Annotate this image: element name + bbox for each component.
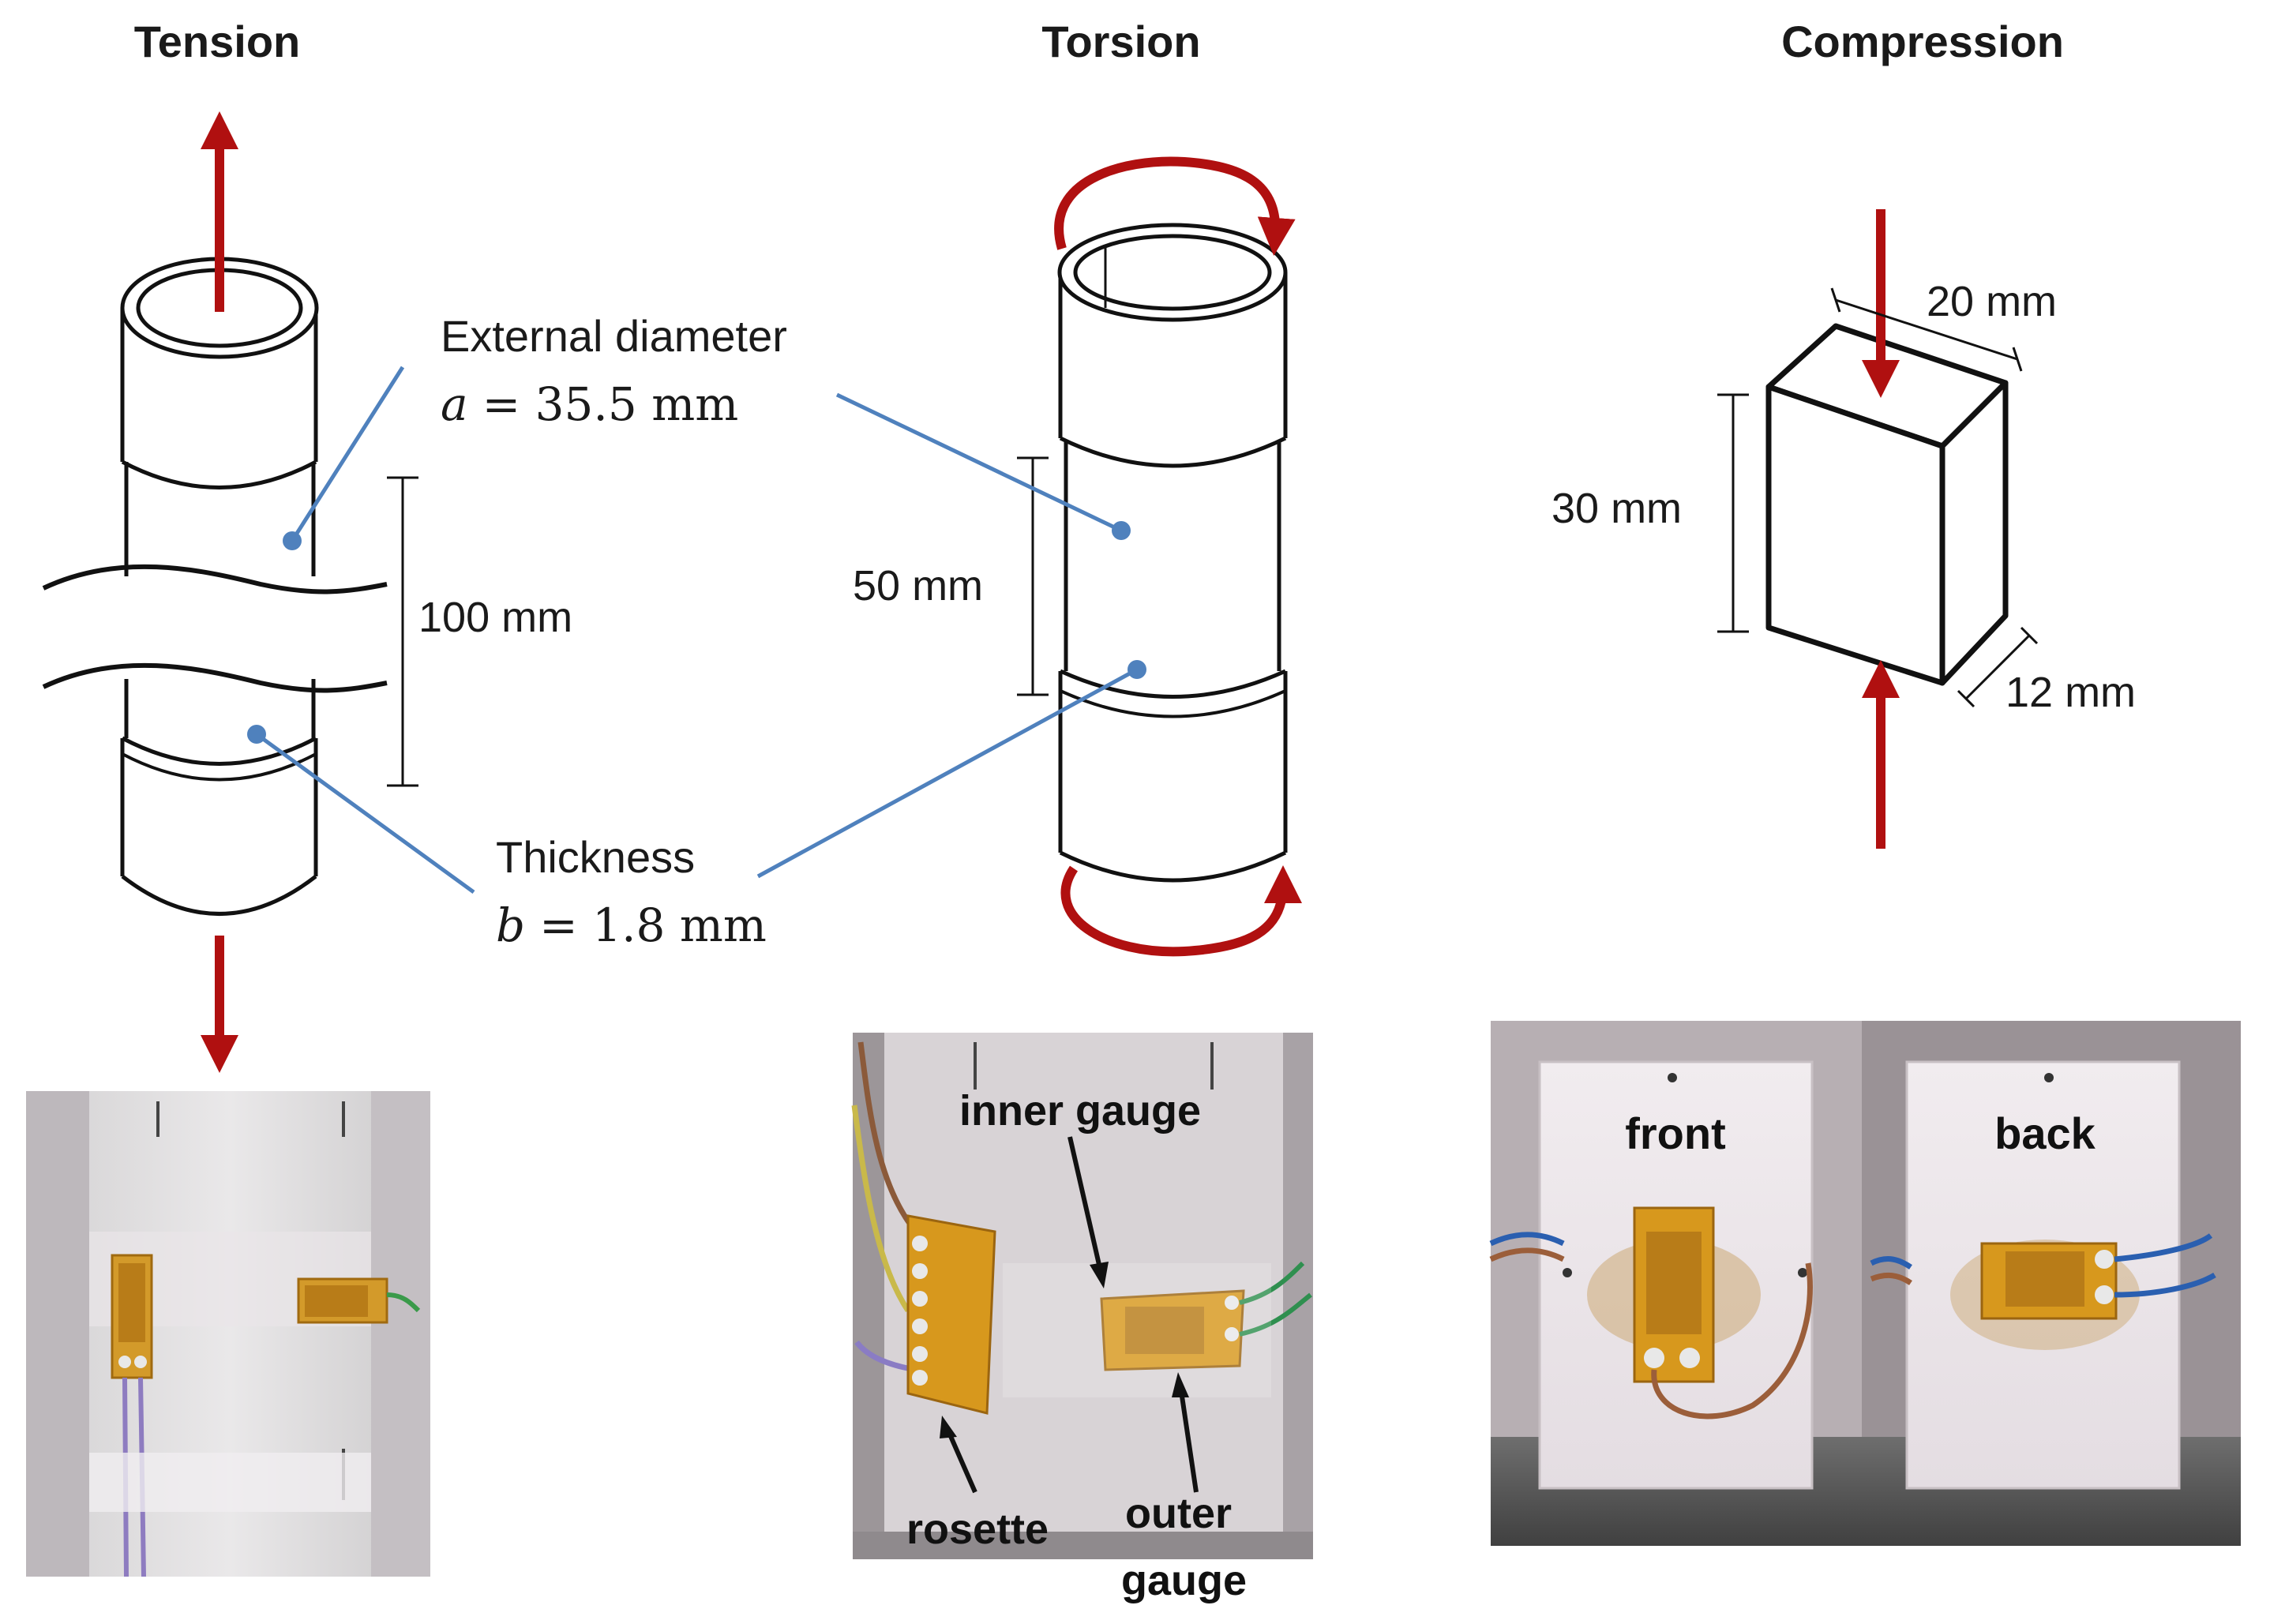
leader-dots xyxy=(247,521,1146,744)
compression-depth-label: 12 mm xyxy=(2005,669,2136,716)
tension-specimen xyxy=(42,257,388,916)
torsion-arrow-bottom xyxy=(1060,865,1302,957)
compression-photo xyxy=(1489,1021,2241,1546)
leader-lines xyxy=(255,366,1139,895)
torsion-length-label: 50 mm xyxy=(853,562,983,609)
back-label[interactable]: back xyxy=(1994,1108,2096,1158)
tension-photo xyxy=(26,1091,430,1577)
front-label[interactable]: front xyxy=(1625,1108,1726,1158)
external-diameter-label: External diameter xyxy=(441,311,787,361)
outer-gauge-label-line2[interactable]: gauge xyxy=(1121,1557,1247,1604)
compression-width-label: 20 mm xyxy=(1927,278,2057,325)
inner-gauge-label[interactable]: inner gauge xyxy=(959,1087,1201,1135)
torsion-length-dimension xyxy=(1017,456,1049,696)
thickness-value: = 1.8 mm xyxy=(539,898,767,952)
external-diameter-formula: a = 35.5 mm xyxy=(441,377,738,431)
compression-dimensions xyxy=(1717,287,2039,708)
tension-length-label: 100 mm xyxy=(418,594,572,641)
torsion-arrow-top xyxy=(1054,156,1296,256)
torsion-photo xyxy=(851,1033,1313,1559)
compression-title: Compression xyxy=(1781,17,2064,66)
compression-height-label: 30 mm xyxy=(1551,485,1682,532)
rosette-label[interactable]: rosette xyxy=(906,1506,1049,1553)
outer-gauge-label-line1[interactable]: outer xyxy=(1125,1490,1232,1537)
thickness-label: Thickness xyxy=(496,832,695,882)
thickness-formula: b = 1.8 mm xyxy=(496,898,767,952)
thickness-var: b xyxy=(496,898,525,952)
torsion-specimen xyxy=(1057,223,1288,883)
external-diameter-value: = 35.5 mm xyxy=(482,377,739,431)
torsion-title: Torsion xyxy=(1041,17,1200,66)
tension-title: Tension xyxy=(134,17,301,66)
tension-length-dimension xyxy=(387,476,418,787)
compression-block xyxy=(1765,323,2009,686)
external-diameter-var: a xyxy=(441,377,468,431)
